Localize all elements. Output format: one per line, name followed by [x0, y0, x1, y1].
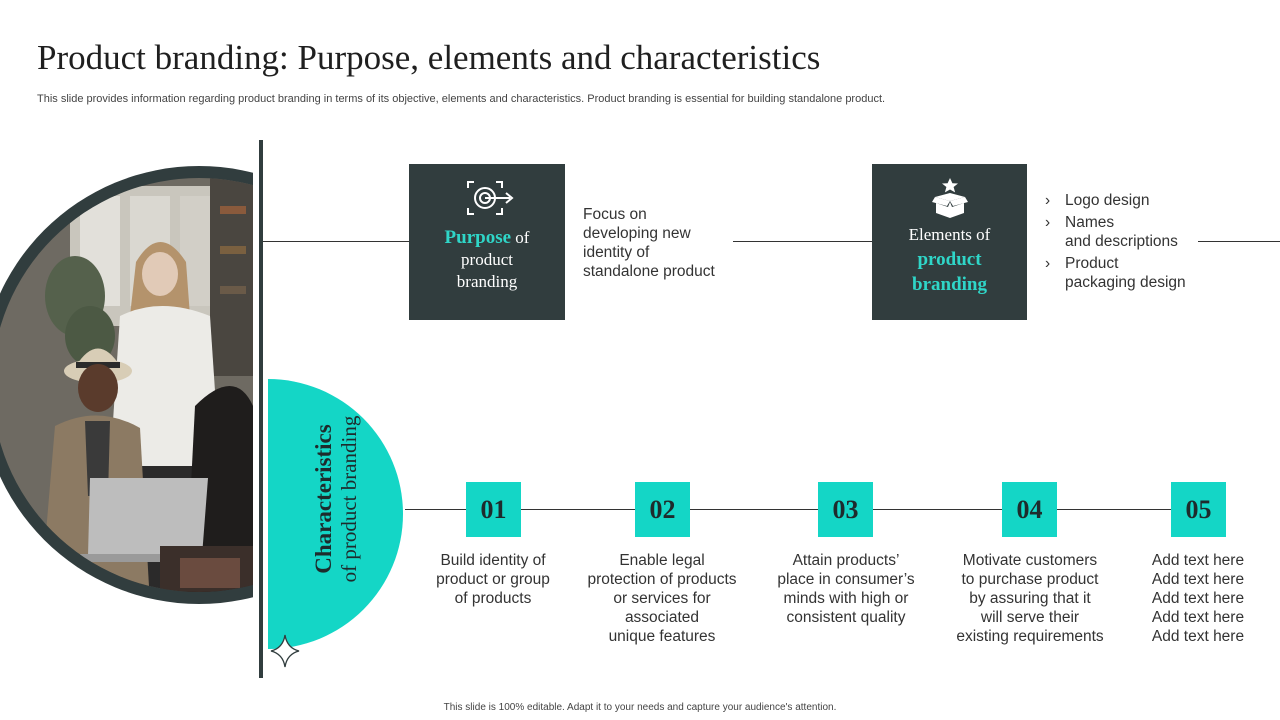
purpose-line3: branding [456, 272, 518, 291]
caption-line: protection of products [587, 571, 737, 588]
caption-line: of products [454, 590, 532, 607]
caption-line: Attain products’ [792, 552, 900, 569]
caption-line: or services for [613, 590, 711, 607]
caption-line: Add text here [1151, 609, 1245, 626]
caption-line: by assuring that it [969, 590, 1091, 607]
team-photo [0, 166, 253, 604]
list-item-line: Names [1065, 214, 1115, 231]
caption-line: Motivate customers [962, 552, 1098, 569]
caption-line: Add text here [1151, 552, 1245, 569]
purpose-line1-rest: of [511, 228, 530, 247]
purpose-description-line: identity of [583, 244, 650, 261]
chevron-right-icon: › [1045, 214, 1051, 231]
chevron-right-icon: › [1045, 255, 1051, 272]
elements-box: Elements of product branding [872, 164, 1027, 320]
purpose-box: Purpose of product branding [409, 164, 565, 320]
list-item: › Product packaging design [1045, 254, 1205, 292]
characteristic-number: 05 [1171, 482, 1226, 537]
connector-line [1198, 241, 1280, 242]
caption-line: unique features [608, 628, 716, 645]
characteristic-number: 02 [635, 482, 690, 537]
chevron-right-icon: › [1045, 192, 1051, 209]
caption-line: minds with high or [783, 590, 909, 607]
caption-line: consistent quality [786, 609, 906, 626]
characteristic-caption: Build identity of product or group of pr… [418, 551, 568, 608]
list-item-line: packaging design [1065, 274, 1186, 291]
purpose-description-line: Focus on [583, 206, 647, 223]
characteristic-caption: Motivate customers to purchase product b… [944, 551, 1116, 646]
elements-line1: Elements of [908, 225, 991, 244]
purpose-highlight: Purpose [444, 227, 512, 248]
purpose-description-line: developing new [583, 225, 691, 242]
characteristics-line [405, 509, 1226, 510]
connector-line [733, 241, 872, 242]
characteristics-half-circle [268, 379, 403, 649]
list-item: › Logo design [1045, 191, 1205, 210]
target-icon [467, 181, 514, 215]
caption-line: associated [624, 609, 700, 626]
page-title: Product branding: Purpose, elements and … [37, 38, 821, 77]
list-item-line: Logo design [1065, 192, 1150, 209]
page-subtitle: This slide provides information regardin… [37, 93, 886, 105]
purpose-description: Focus on developing new identity of stan… [583, 205, 733, 281]
caption-line: Add text here [1151, 571, 1245, 588]
list-item-line: and descriptions [1065, 233, 1178, 250]
sparkle-icon [270, 634, 300, 668]
caption-line: place in consumer’s [777, 571, 915, 588]
vertical-divider [259, 140, 263, 678]
caption-line: Add text here [1151, 628, 1245, 645]
caption-line: product or group [436, 571, 550, 588]
caption-line: Add text here [1151, 590, 1245, 607]
connector-line [263, 241, 409, 242]
characteristic-number: 03 [818, 482, 873, 537]
purpose-description-line: standalone product [583, 263, 715, 280]
characteristic-number: 04 [1002, 482, 1057, 537]
caption-line: Enable legal [619, 552, 705, 569]
caption-line: to purchase product [961, 571, 1099, 588]
caption-line: existing requirements [956, 628, 1104, 645]
elements-list: › Logo design › Names and descriptions ›… [1045, 191, 1205, 295]
list-item-line: Product [1065, 255, 1119, 272]
footer-note: This slide is 100% editable. Adapt it to… [443, 702, 837, 713]
characteristic-caption: Enable legal protection of products or s… [577, 551, 747, 646]
caption-line: Build identity of [440, 552, 546, 569]
characteristics-title-line2: of product branding [337, 415, 361, 583]
caption-line: will serve their [980, 609, 1080, 626]
characteristics-title-line1: Characteristics [311, 424, 336, 574]
elements-highlight2: branding [912, 274, 987, 295]
elements-highlight1: product [917, 249, 982, 270]
purpose-line2: product [461, 250, 513, 269]
list-item: › Names and descriptions [1045, 213, 1205, 251]
characteristic-caption: Add text here Add text here Add text her… [1133, 551, 1263, 646]
characteristic-caption: Attain products’ place in consumer’s min… [761, 551, 931, 627]
box-star-icon [932, 178, 968, 218]
characteristic-number: 01 [466, 482, 521, 537]
